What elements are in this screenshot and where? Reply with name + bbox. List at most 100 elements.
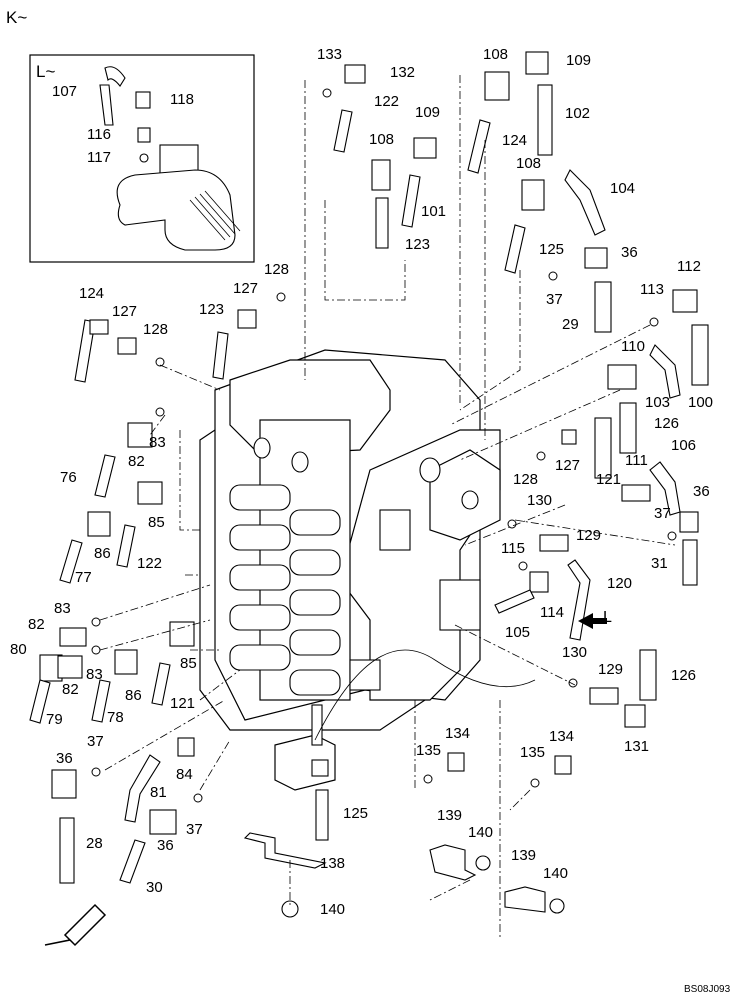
- direction-arrow: [44, 903, 107, 947]
- part-number-label: 127: [555, 457, 581, 474]
- part-number-label: 116: [87, 126, 111, 143]
- inset-label-l: L~: [36, 62, 56, 81]
- part-number-label: 36: [157, 837, 174, 854]
- part-number-label: 82: [62, 681, 79, 698]
- part-number-label: 133: [317, 46, 343, 63]
- part-number-label: 80: [10, 641, 27, 658]
- drawing-reference: BS08J093: [684, 984, 731, 995]
- part-number-label: 135: [520, 744, 546, 761]
- part-number-label: 125: [539, 241, 565, 258]
- part-number-label: 107: [52, 83, 78, 100]
- part-number-label: 135: [416, 742, 442, 759]
- part-number-label: 129: [576, 527, 602, 544]
- o-rings: [91, 88, 677, 803]
- part-number-label: 132: [390, 64, 416, 81]
- part-number-label: 117: [87, 149, 111, 166]
- part-number-label: 123: [405, 236, 431, 253]
- part-number-label: 128: [513, 471, 539, 488]
- inset-frame: [29, 54, 255, 263]
- part-number-label: 85: [180, 655, 197, 672]
- part-number-label: 111: [625, 452, 648, 469]
- inset-oring-117: [139, 153, 149, 163]
- part-number-label: 31: [651, 555, 668, 572]
- part-number-label: 118: [170, 91, 194, 108]
- control-valve-body: [199, 349, 501, 731]
- part-number-label: 114: [540, 604, 564, 621]
- part-number-label: 76: [60, 469, 77, 486]
- part-number-label: 140: [468, 824, 494, 841]
- part-number-label: 36: [693, 483, 710, 500]
- part-number-label: 29: [562, 316, 579, 333]
- part-number-label: 83: [149, 434, 166, 451]
- bracket-139-right: [504, 886, 546, 913]
- part-number-label: 37: [87, 733, 104, 750]
- part-number-label: 83: [54, 600, 71, 617]
- part-number-label: 109: [415, 104, 441, 121]
- part-number-label: 105: [505, 624, 531, 641]
- part-number-label: 140: [320, 901, 346, 918]
- part-number-label: 102: [565, 105, 591, 122]
- part-number-label: 115: [501, 540, 525, 557]
- part-number-label: 77: [75, 569, 92, 586]
- inset-pipe: [116, 144, 241, 251]
- part-number-label: 36: [621, 244, 638, 261]
- part-number-label: 108: [369, 131, 395, 148]
- inset-hose-107-top: [104, 66, 126, 87]
- part-number-label: 130: [562, 644, 588, 661]
- part-number-label: 128: [143, 321, 169, 338]
- inset-hose-107: [99, 84, 114, 126]
- part-number-label: 100: [688, 394, 714, 411]
- part-number-label: 37: [654, 505, 671, 522]
- part-number-label: 112: [677, 258, 701, 275]
- part-number-label: 134: [549, 728, 575, 745]
- part-number-label: 85: [148, 514, 165, 531]
- part-number-label: 110: [621, 338, 645, 355]
- bolt-140-b: [549, 898, 565, 914]
- hose-group: [29, 51, 709, 884]
- part-number-label: 131: [624, 738, 650, 755]
- part-number-label: 30: [146, 879, 163, 896]
- part-number-label: 108: [483, 46, 509, 63]
- view-label-k: K~: [6, 8, 28, 27]
- part-number-label: 82: [28, 616, 45, 633]
- view-arrow-l: [578, 613, 607, 629]
- part-number-label: 86: [94, 545, 111, 562]
- part-number-label: 134: [445, 725, 471, 742]
- part-number-label: 121: [596, 471, 622, 488]
- part-number-label: 122: [137, 555, 163, 572]
- part-number-label: 125: [343, 805, 369, 822]
- part-number-label: 124: [502, 132, 528, 149]
- part-number-label: 82: [128, 453, 145, 470]
- part-number-label: 129: [598, 661, 624, 678]
- bolt-140-a: [475, 855, 491, 871]
- part-number-label: 109: [566, 52, 592, 69]
- part-number-label: 126: [671, 667, 697, 684]
- part-number-label: 123: [199, 301, 225, 318]
- bracket-139-left: [429, 844, 477, 881]
- part-number-label: 83: [86, 666, 103, 683]
- part-number-label: 140: [543, 865, 569, 882]
- part-number-label: 28: [86, 835, 103, 852]
- inset-fitting-118: [135, 91, 151, 109]
- part-number-label: 138: [320, 855, 346, 872]
- part-number-label: 78: [107, 709, 124, 726]
- part-number-label: 103: [645, 394, 671, 411]
- part-number-label: 84: [176, 766, 193, 783]
- part-number-label: 101: [421, 203, 447, 220]
- bracket-138-strap: [243, 832, 327, 869]
- arrow-label-l: L: [603, 609, 612, 626]
- part-number-label: 37: [186, 821, 203, 838]
- part-number-label: 120: [607, 575, 633, 592]
- part-number-label: 124: [79, 285, 105, 302]
- part-number-label: 122: [374, 93, 400, 110]
- inset-fitting-116: [137, 127, 151, 143]
- part-number-label: 130: [527, 492, 553, 509]
- part-number-label: 113: [640, 281, 664, 298]
- part-number-label: 128: [264, 261, 290, 278]
- part-number-label: 127: [112, 303, 138, 320]
- part-number-label: 37: [546, 291, 563, 308]
- part-number-label: 81: [150, 784, 167, 801]
- part-number-label: 127: [233, 280, 259, 297]
- leader-lines: [99, 75, 676, 940]
- sensor-body: [311, 704, 323, 746]
